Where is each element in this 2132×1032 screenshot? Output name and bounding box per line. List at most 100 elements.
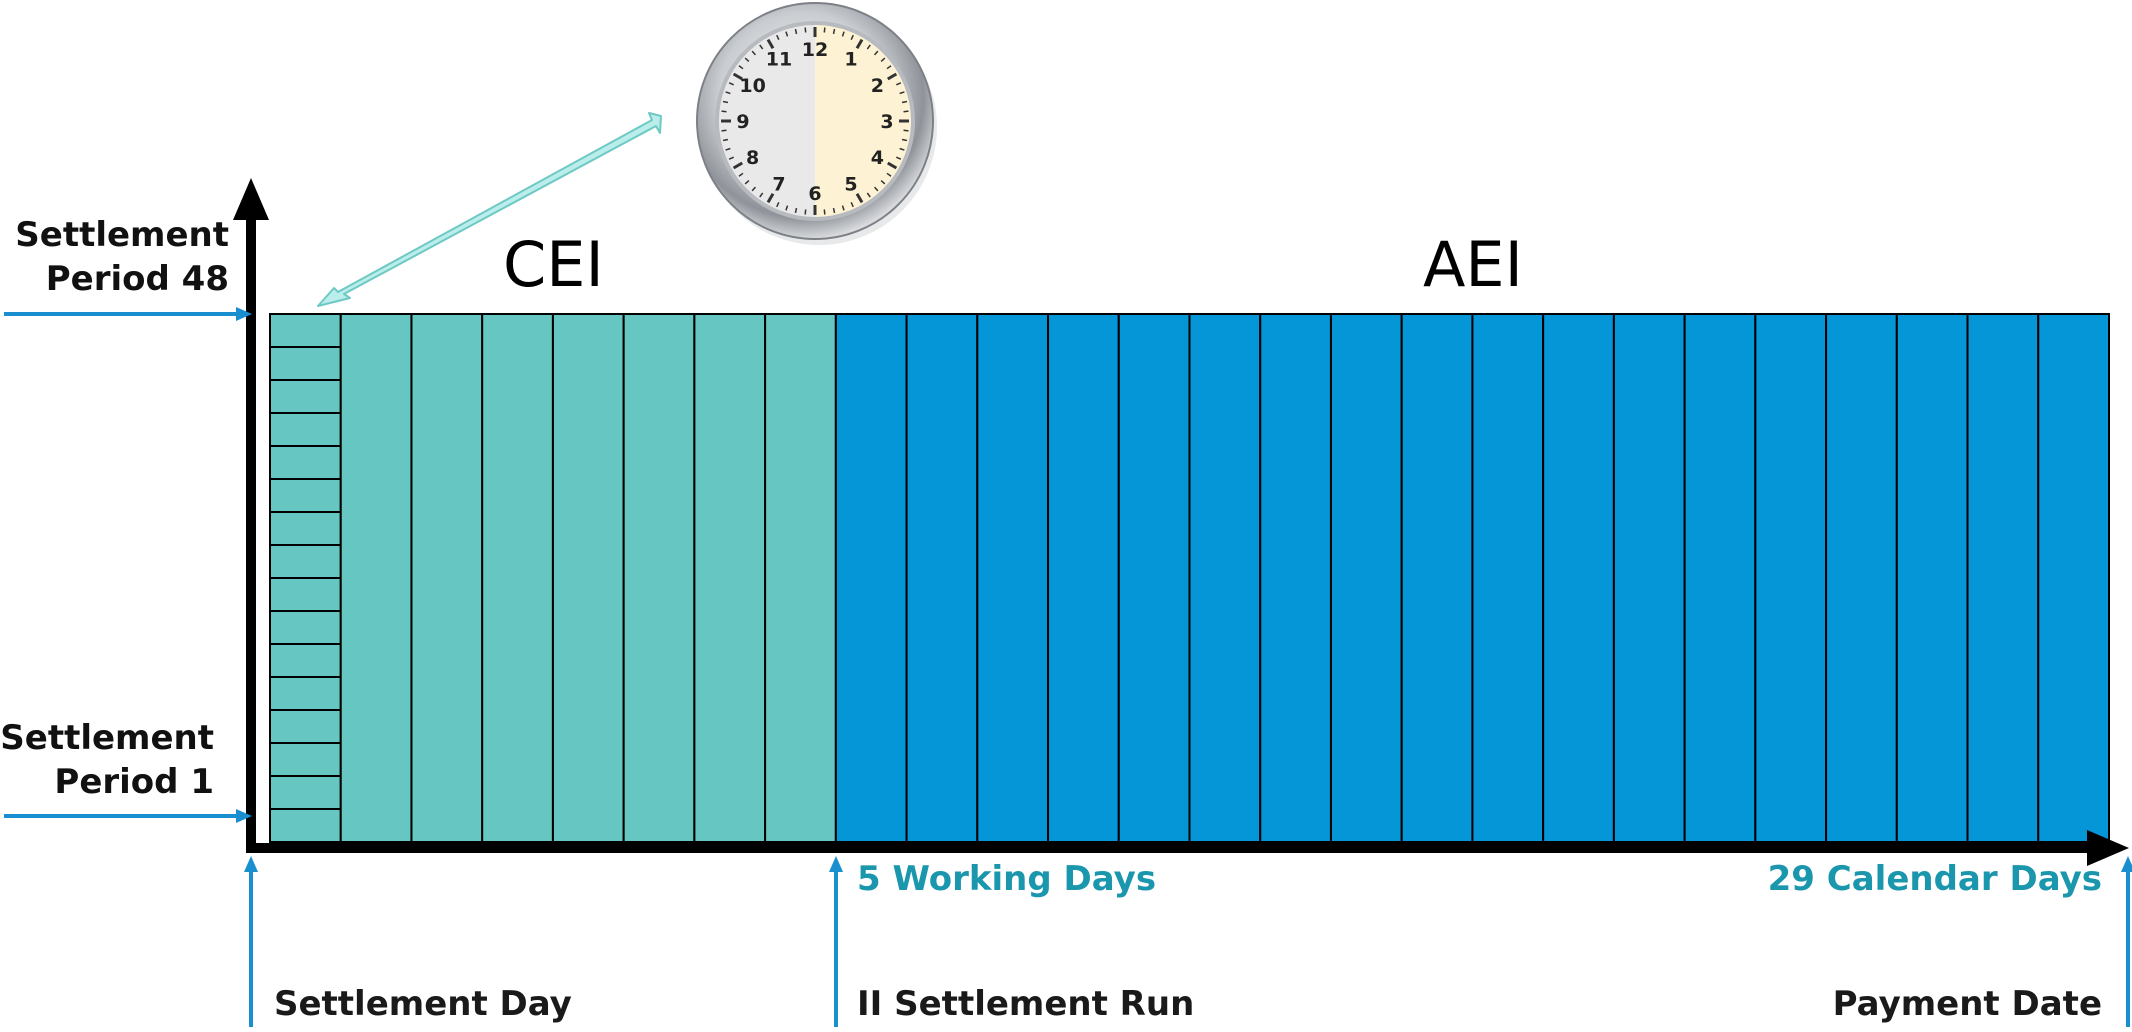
clock-tick <box>759 192 764 198</box>
clock-tick <box>794 207 798 214</box>
clock-tick <box>901 100 908 104</box>
clock-number: 12 <box>802 39 828 61</box>
clock-number: 7 <box>772 173 785 195</box>
clock-tick <box>728 156 734 160</box>
clock-tick <box>903 129 909 132</box>
clock-pointer-arrow <box>317 112 662 307</box>
aei-day-column <box>1825 313 1898 843</box>
clock-tick <box>766 38 775 50</box>
aei-region-label: AEI <box>1423 228 1523 301</box>
y-axis-bottom-label-line2: Period 1 <box>54 762 214 802</box>
milestone-29-calendar-days: 29 Calendar Days <box>1767 859 2102 899</box>
aei-day-column <box>1047 313 1120 843</box>
clock-tick <box>759 44 764 50</box>
clock-tick <box>725 91 731 95</box>
aei-day-column <box>1117 313 1191 843</box>
clock-tick <box>886 161 898 170</box>
clock-tick <box>880 57 886 63</box>
aei-day-column <box>1400 313 1474 843</box>
aei-day-column <box>976 313 1050 843</box>
cei-day-column <box>764 313 837 843</box>
ii-settlement-run-label: II Settlement Run <box>857 984 1195 1024</box>
y-axis-bottom-label: Settlement Period 1 <box>0 716 214 804</box>
clock-tick <box>832 207 836 214</box>
settlement-day-label: Settlement Day <box>274 984 572 1024</box>
cei-day-column <box>481 313 554 843</box>
clock-number: 5 <box>844 173 857 195</box>
clock-tick <box>732 72 744 81</box>
settlement-day-arrow-head <box>244 856 258 872</box>
clock-pointer-shape <box>317 112 662 307</box>
clock-tick <box>751 186 757 192</box>
cei-day-column <box>410 313 484 843</box>
clock-number: 11 <box>766 49 792 71</box>
clock-tick <box>804 209 807 215</box>
aei-day-column <box>1612 313 1686 843</box>
x-axis-arrowhead <box>2087 830 2129 866</box>
settlement-period-rows <box>270 346 341 810</box>
clock-tick <box>804 27 807 33</box>
clock-tick <box>886 172 892 177</box>
clock-tick <box>866 192 871 198</box>
clock-tick <box>886 72 898 81</box>
clock-number: 2 <box>871 75 884 97</box>
day-columns <box>269 313 2111 843</box>
cei-region-label: CEI <box>503 228 604 301</box>
clock-number: 4 <box>871 147 884 169</box>
clock-tick <box>841 31 845 37</box>
clock-tick <box>873 50 879 56</box>
clock-tick <box>899 147 905 151</box>
clock-face-shade <box>719 25 815 217</box>
clock-tick <box>785 31 789 37</box>
aei-day-column <box>1683 313 1757 843</box>
blue-pointer-arrows <box>4 307 2132 1027</box>
aei-day-column <box>1966 313 2040 843</box>
clock-tick <box>785 205 789 211</box>
clock-tick <box>766 192 775 204</box>
clock-tick <box>722 138 729 142</box>
clock-tick <box>751 50 757 56</box>
payment-date-label: Payment Date <box>1832 984 2102 1024</box>
clock-tick <box>880 179 886 185</box>
clock-tick <box>744 179 750 185</box>
y-axis-top-label: Settlement Period 48 <box>15 213 229 301</box>
clock-number: 10 <box>739 75 765 97</box>
clock-tick <box>850 202 854 208</box>
axes <box>233 178 2129 866</box>
clock-tick <box>896 156 902 160</box>
aei-day-column <box>1895 313 1969 843</box>
clock-tick <box>721 110 727 113</box>
cei-day-column <box>622 313 696 843</box>
clock-tick <box>866 44 871 50</box>
clock-inner-rim <box>715 21 915 221</box>
aei-day-column <box>1471 313 1545 843</box>
clock-tick <box>728 82 734 86</box>
cei-day-column <box>339 313 413 843</box>
clock-tick <box>901 138 908 142</box>
payment-date-arrow-head <box>2121 856 2132 872</box>
aei-day-column <box>1188 313 1262 843</box>
clock-tick <box>841 205 845 211</box>
milestone-5-working-days: 5 Working Days <box>857 859 1157 899</box>
clock-tick <box>722 100 729 104</box>
aei-day-column <box>1329 313 1403 843</box>
y-axis-bottom-label-line1: Settlement <box>0 718 214 758</box>
clock-number: 6 <box>808 183 821 205</box>
clock-number: 8 <box>746 147 759 169</box>
clock-tick <box>721 129 727 132</box>
period-48-arrow-head <box>236 307 252 321</box>
cei-day-column <box>693 313 767 843</box>
aei-day-column <box>1754 313 1828 843</box>
clock-number: 9 <box>736 111 749 133</box>
y-axis-top-label-line2: Period 48 <box>45 259 229 299</box>
aei-day-column <box>834 313 908 843</box>
aei-day-column <box>1259 313 1332 843</box>
clock-tick <box>899 91 905 95</box>
clock-tick <box>855 38 864 50</box>
clock-tick <box>776 202 780 208</box>
clock-tick <box>732 161 744 170</box>
clock-number: 3 <box>880 111 893 133</box>
clock-face-highlight <box>815 25 911 217</box>
